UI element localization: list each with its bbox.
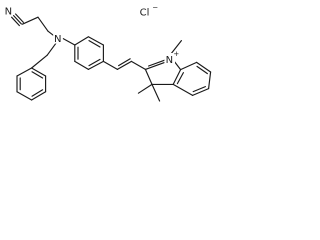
para-phenylene-ring — [74, 36, 104, 70]
indolium-core — [137, 40, 212, 102]
n1-c7a-bond — [173, 60, 182, 71]
chain-bond-1 — [21, 16, 39, 25]
cyanoethyl-chain — [11, 13, 54, 36]
indolium-charge-label: + — [173, 50, 179, 58]
atom-labels: N N Cl − N + — [5, 4, 180, 66]
c2-n1-double-bond-outer — [144, 60, 168, 70]
chain-bond-2 — [37, 16, 49, 32]
vinyl-indolium-bond — [130, 60, 146, 70]
nitrile-triple-bond-1 — [13, 15, 22, 25]
chloride-charge-label: − — [152, 4, 158, 12]
c2-n1-double-bond-inner — [148, 59, 166, 67]
c2-c3-bond — [144, 68, 153, 85]
amine-nitrogen-label: N — [54, 34, 61, 45]
chloride-label: Cl — [140, 8, 150, 19]
c3-methyl-1-bond — [137, 83, 153, 94]
chemical-structure-diagram: N N Cl − N + — [5, 4, 212, 102]
chain-bond-3 — [47, 30, 54, 36]
aryl-vinyl-bond — [102, 60, 118, 70]
cyano-nitrogen-label: N — [5, 7, 12, 18]
n-methyl-bond — [170, 40, 182, 55]
vinyl-linker — [102, 58, 146, 70]
nitrile-triple-bond-3 — [11, 16, 20, 27]
benzyl-group — [16, 42, 57, 101]
c7a-c3a-bond — [172, 69, 182, 85]
vinyl-double-bond-outer — [116, 60, 132, 70]
nitrile-triple-bond-2 — [15, 13, 24, 23]
c3-methyl-2-bond — [151, 83, 161, 102]
ch2-phenyl-bond — [31, 54, 48, 69]
n-aryl-bond — [62, 38, 76, 46]
vinyl-double-bond-inner — [118, 58, 131, 67]
indolium-nitrogen-label: N — [166, 55, 173, 66]
benzyl-phenyl-ring — [16, 67, 47, 101]
benzo-ring — [172, 61, 212, 96]
n-ch2-bond — [46, 42, 57, 56]
